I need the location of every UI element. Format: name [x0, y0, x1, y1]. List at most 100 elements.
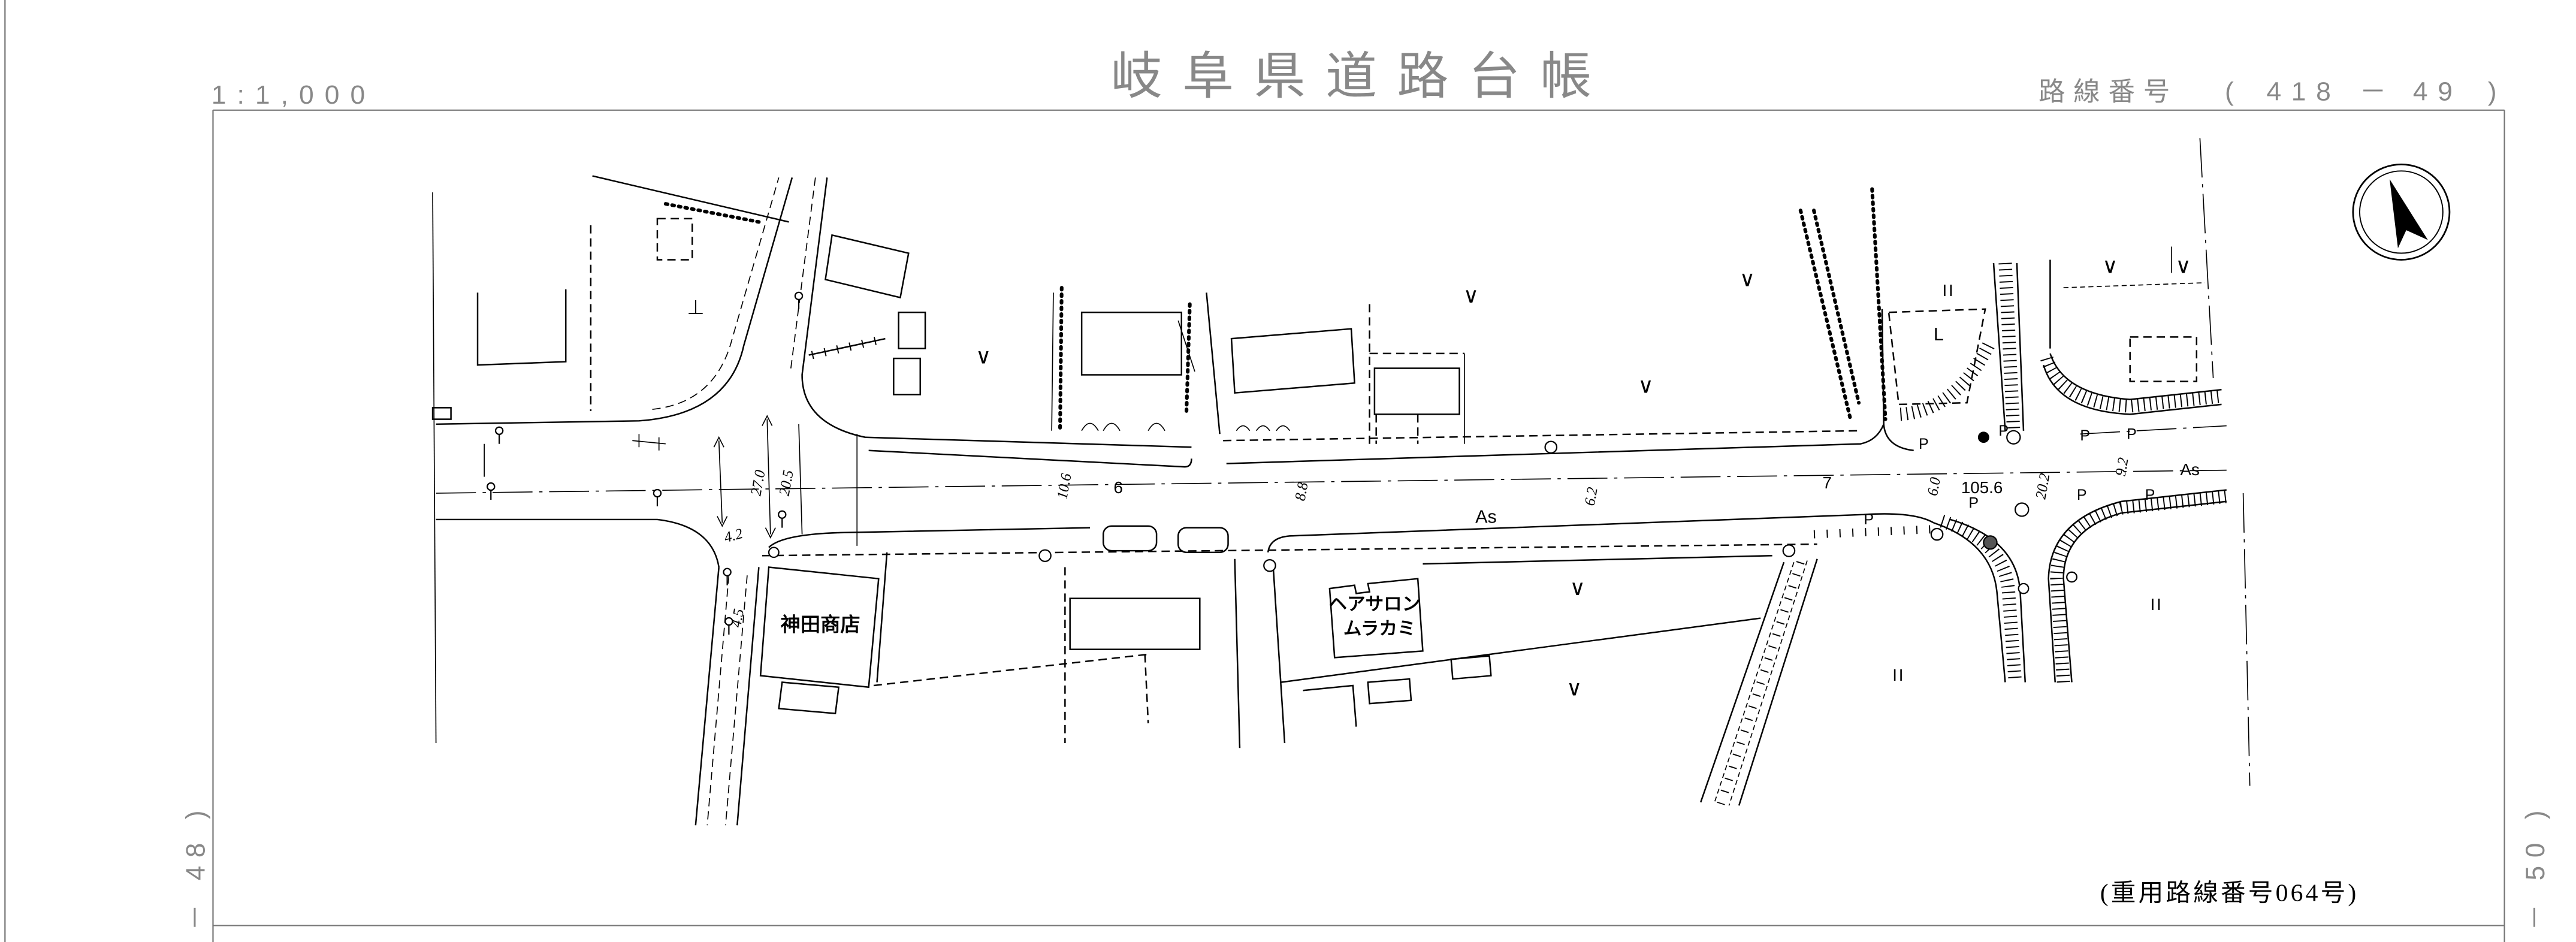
utility-pole-icon: [723, 567, 732, 585]
main-road-north-curb-east: [1226, 424, 1885, 464]
symbol-paddy: II: [1892, 666, 1905, 684]
circle-marker-icon: [1977, 431, 1989, 443]
road-plan: [431, 138, 2251, 826]
nw-side-road-west-edge: [436, 177, 793, 425]
building-north-4: [1080, 312, 1183, 376]
main-road-south-property-line: [762, 543, 1817, 557]
east-boundary-line-upper: [2199, 138, 2214, 379]
symbol-field: ∨: [1570, 576, 1586, 600]
east-segment-south-edge: [2121, 500, 2227, 514]
se-corner-curb-outer: [2047, 489, 2227, 683]
scale-label: 1:1,000: [212, 80, 376, 110]
nw-dashed-structure: [656, 218, 693, 261]
building-north-6: [1373, 367, 1460, 415]
main-road-north-edge-west: [865, 436, 1192, 448]
symbol-field: ∨: [2102, 254, 2118, 278]
north-arrow-outer-ring: [2352, 163, 2451, 261]
west-boundary-line: [432, 192, 437, 744]
ne-lot-top-line: [2063, 282, 2205, 288]
building-north-4-wing: [1177, 320, 1195, 372]
shrubs-north: [1081, 422, 1290, 431]
utility-pole-icon: [778, 510, 787, 528]
symbol-paddy: II: [2151, 595, 2163, 614]
hedge-north-1: [1058, 286, 1064, 433]
route-number-label: 路線番号: [2039, 77, 2178, 107]
driveway-notch-1: [1102, 525, 1158, 552]
lot-line-south-4: [1144, 654, 1149, 724]
label-parking: P: [2080, 428, 2090, 444]
main-road-centre-line: [436, 469, 2227, 494]
label-parking: P: [2127, 427, 2137, 443]
road-width-label: 6.0: [1925, 476, 1944, 497]
lot-line-south-2: [873, 653, 1149, 687]
dimension-arrowheads: [713, 415, 776, 539]
ne-corner-curb-inner: [2049, 353, 2222, 400]
north-arrow-inner-ring: [2359, 170, 2444, 254]
utility-pole-icon: [487, 482, 496, 500]
ne-side-road-east-hatch: [1998, 262, 2021, 431]
building-south-5: [1450, 655, 1492, 680]
driveway-notch-2: [1177, 527, 1229, 554]
road-width-label: 6.2: [1582, 486, 1601, 507]
main-road-south-curb-west: [768, 527, 1091, 548]
adjacent-sheet-left: － 48 ): [181, 802, 210, 931]
adjacent-sheet-right: － 50 ): [2521, 802, 2550, 931]
label-station-6: 6: [1114, 478, 1123, 497]
overlap-route-note: (重用路線番号064号): [2100, 879, 2359, 907]
road-width-label: 9.2: [2113, 457, 2132, 478]
building-north-2: [898, 312, 926, 349]
fence-markers-west: [632, 434, 666, 451]
lot-line-south-8: [1423, 555, 1772, 565]
label-kanda-shoten: 神田商店: [780, 614, 860, 636]
ne-lot-hatched-curb: [1899, 342, 1995, 421]
label-parking: P: [1968, 496, 1979, 512]
channel-ticks: [1716, 561, 1805, 805]
label-station-7: 7: [1823, 473, 1832, 492]
lot-line-south-6: [1272, 563, 1286, 744]
label-parking: P: [1998, 423, 2009, 439]
symbol-paddy: II: [1943, 281, 1955, 300]
symbol-field: ∨: [2175, 254, 2191, 278]
symbol-field: ∨: [1740, 267, 1755, 291]
lot-line-south-5: [1234, 558, 1241, 748]
label-parking: P: [1864, 512, 1874, 528]
lot-line-south-1: [876, 552, 888, 683]
sw-side-road-west-edge: [694, 567, 720, 826]
nw-lot-edge: [592, 175, 789, 223]
channel-inner-lines: [1713, 560, 1808, 806]
building-north-5: [1230, 328, 1355, 394]
symbol-field: ∨: [1566, 677, 1582, 701]
map-labels: 神田商店 ヘアサロン ムラカミ As As 6 7 105.6 P P P P …: [687, 254, 2200, 701]
circle-marker-icon: [1782, 544, 1796, 557]
circle-marker-icon: [2066, 571, 2077, 583]
hedge-ne-2: [1812, 209, 1861, 405]
hedge-north-1-line: [1051, 292, 1054, 431]
circle-marker-icon: [2018, 582, 2030, 594]
circle-marker-icon: [2006, 430, 2021, 445]
utility-pole-icon: [653, 488, 662, 506]
east-segment-north-line: [2080, 425, 2227, 435]
sheet-header: 1:1,000 岐阜県道路台帳 路線番号 ( 418 － 49 ): [212, 49, 2497, 110]
road-width-label: 8.8: [1292, 481, 1311, 502]
sheet-frame: [4, 0, 2505, 942]
lot-line-north-1: [1206, 292, 1221, 434]
label-elevation: 105.6: [1961, 478, 2003, 497]
label-parking: P: [1919, 436, 1929, 452]
building-north-1: [825, 234, 910, 299]
ne-dashed-lot: [1888, 308, 1986, 406]
utility-pole-icon: [724, 617, 733, 635]
sw-side-road-east-edge: [736, 567, 760, 826]
symbol-monument: ⊥: [687, 297, 704, 319]
nw-side-road-west-walk: [652, 177, 780, 410]
road-width-label: 4.5: [728, 608, 747, 629]
sheet-title: 岐阜県道路台帳: [1111, 49, 1612, 105]
symbol-field: ∨: [1463, 283, 1479, 307]
building-south-4: [1367, 678, 1412, 705]
symbol-field: ∨: [976, 344, 991, 368]
nw-side-road-east-edge: [801, 177, 866, 438]
channel-east-bank: [1738, 558, 1818, 806]
survey-markers: [768, 430, 2077, 594]
ne-dashed-structure: [2129, 336, 2198, 382]
nw-building-outline: [476, 289, 567, 366]
route-number-dash: －: [2360, 77, 2386, 107]
